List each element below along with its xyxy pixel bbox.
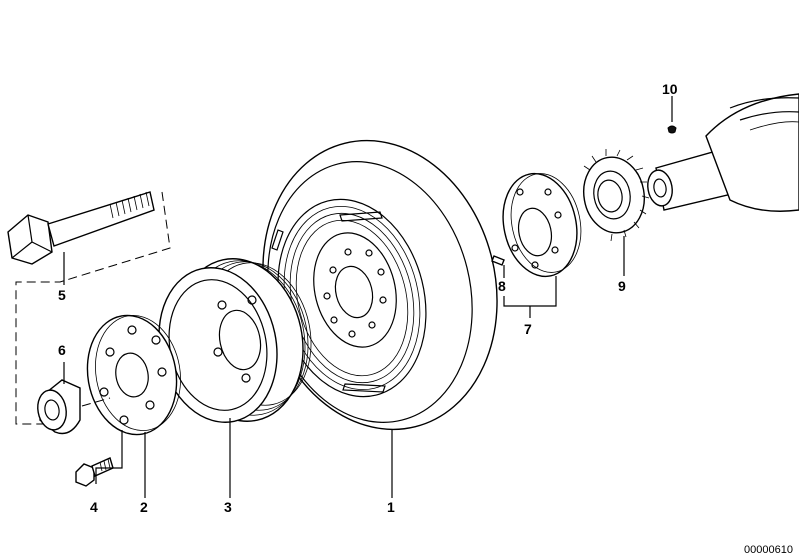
collar-nut bbox=[37, 379, 81, 435]
central-bolt bbox=[7, 191, 155, 265]
crankshaft bbox=[647, 93, 799, 212]
key-pin bbox=[491, 255, 505, 266]
callout-4: 4 bbox=[90, 499, 98, 515]
callout-9: 9 bbox=[618, 278, 626, 294]
vibration-damper bbox=[262, 139, 498, 431]
callout-1: 1 bbox=[387, 499, 395, 515]
leader-lines bbox=[63, 96, 673, 498]
callout-6: 6 bbox=[58, 342, 66, 358]
callout-8: 8 bbox=[498, 278, 506, 294]
callout-5: 5 bbox=[58, 287, 66, 303]
flange bbox=[502, 172, 582, 278]
assembly-outline bbox=[15, 191, 171, 425]
hub-plate bbox=[86, 314, 181, 436]
callout-2: 2 bbox=[140, 499, 148, 515]
callout-7: 7 bbox=[524, 321, 532, 337]
belt-pulley bbox=[158, 258, 312, 423]
callout-3: 3 bbox=[224, 499, 232, 515]
callout-10: 10 bbox=[662, 81, 678, 97]
hex-bolt bbox=[75, 457, 114, 487]
sprocket bbox=[583, 149, 650, 242]
document-id: 00000610 bbox=[744, 544, 793, 556]
woodruff-key bbox=[667, 125, 677, 134]
